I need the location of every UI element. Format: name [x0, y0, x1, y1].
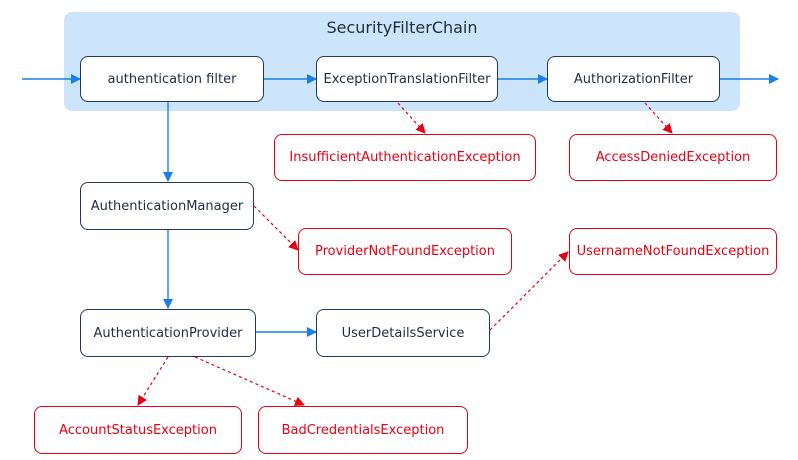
security-filter-chain-title: SecurityFilterChain	[326, 18, 478, 37]
authentication-provider-node: AuthenticationProvider	[80, 309, 256, 357]
authorization-filter-node: AuthorizationFilter	[547, 56, 720, 102]
exception-translation-filter-node: ExceptionTranslationFilter	[316, 56, 498, 102]
access-denied-exception-node: AccessDeniedException	[569, 134, 777, 181]
arrow-to-insufficient-authentication-exception	[397, 102, 426, 134]
authentication-filter-node: authentication filter	[80, 56, 264, 102]
arrow-to-username-not-found-exception	[489, 251, 569, 331]
authentication-manager-node: AuthenticationManager	[80, 182, 254, 230]
account-status-exception-node: AccountStatusException	[34, 406, 242, 454]
arrow-to-account-status-exception	[137, 356, 169, 406]
user-details-service-node: UserDetailsService	[316, 309, 490, 357]
arrow-to-bad-credentials-exception	[194, 356, 305, 406]
provider-not-found-exception-node: ProviderNotFoundException	[298, 228, 512, 275]
arrow-to-access-denied-exception	[644, 102, 673, 134]
arrow-to-provider-not-found-exception	[253, 205, 299, 251]
username-not-found-exception-node: UsernameNotFoundException	[569, 228, 777, 275]
bad-credentials-exception-node: BadCredentialsException	[258, 406, 468, 454]
insufficient-authentication-exception-node: InsufficientAuthenticationException	[274, 134, 536, 181]
